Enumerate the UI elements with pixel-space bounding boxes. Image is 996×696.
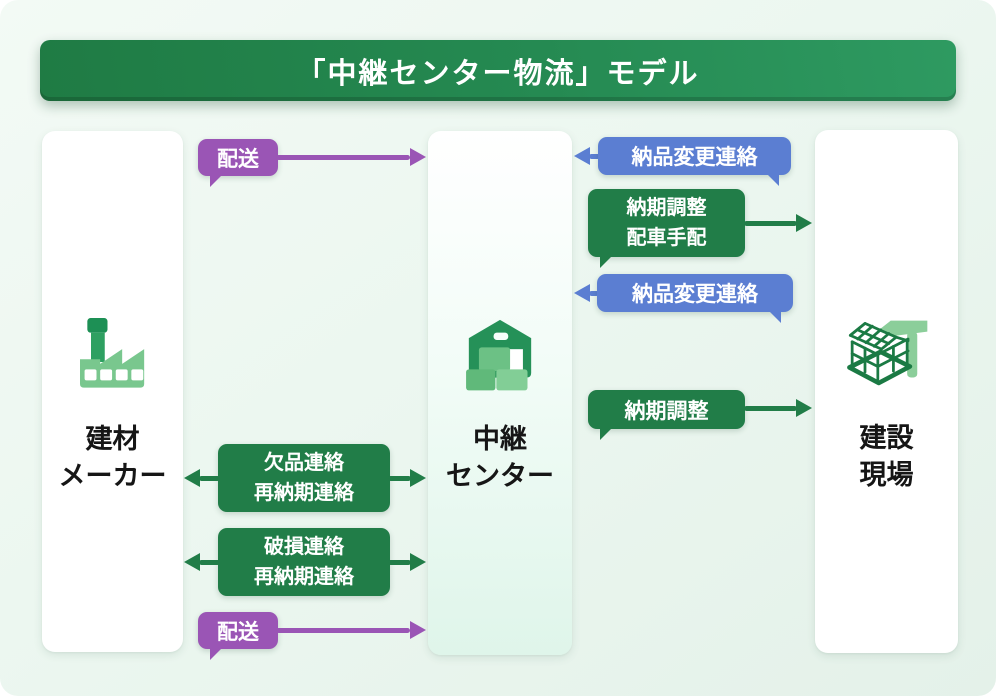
entity-label-line: メーカー xyxy=(58,461,167,491)
entity-label-line: 建設 xyxy=(859,423,914,453)
bubble-tail xyxy=(768,310,781,323)
title-banner: 「中継センター物流」モデル xyxy=(40,40,956,101)
schedule-dispatch-bubble: 納期調整 配車手配 xyxy=(588,189,745,268)
damage-arrow-line-right xyxy=(388,560,411,565)
damage-notice-line1: 破損連絡 xyxy=(264,536,344,558)
entity-card-material-maker: 建材 メーカー xyxy=(42,131,183,652)
entity-label-construction-site: 建設 現場 xyxy=(815,420,958,494)
delivery-change-bottom-bubble: 納品変更連絡 xyxy=(597,274,793,323)
delivery-change-bottom-label: 納品変更連絡 xyxy=(632,283,758,306)
delivery-change-bottom-arrow-line xyxy=(589,291,599,296)
damage-arrow-line-left xyxy=(199,560,220,565)
entity-label-line: 中継 xyxy=(473,424,527,454)
entity-card-relay-center: 中継 センター xyxy=(428,131,572,655)
bubble-tail xyxy=(210,647,223,660)
delivery-change-bottom-arrowhead-left xyxy=(574,284,590,302)
damage-notice-box: 破損連絡 再納期連絡 xyxy=(218,528,390,596)
delivery-top-bubble: 配送 xyxy=(198,139,278,187)
schedule-dispatch-line2: 配車手配 xyxy=(626,227,707,249)
shortage-arrow-line-right xyxy=(388,476,411,481)
delivery-top-label: 配送 xyxy=(217,147,259,171)
diagram-title: 「中継センター物流」モデル xyxy=(296,57,700,90)
shortage-arrow-line-left xyxy=(199,476,220,481)
delivery-bottom-label: 配送 xyxy=(217,620,259,644)
bubble-tail xyxy=(766,173,779,186)
entity-card-construction-site: 建設 現場 xyxy=(815,130,958,653)
schedule-dispatch-arrow-line xyxy=(744,221,797,226)
entity-label-relay-center: 中継 センター xyxy=(428,421,572,495)
delivery-change-top-bubble: 納品変更連絡 xyxy=(598,137,791,186)
shortage-notice-line1: 欠品連絡 xyxy=(264,452,344,474)
shortage-arrowhead-right xyxy=(410,469,426,487)
delivery-top-arrowhead-right xyxy=(410,148,426,166)
schedule-bubble: 納期調整 xyxy=(588,390,745,440)
construction-site-icon xyxy=(815,306,958,394)
warehouse-icon xyxy=(428,307,572,395)
delivery-change-top-arrowhead-left xyxy=(574,147,590,165)
delivery-change-top-arrow-line xyxy=(589,154,600,159)
damage-arrowhead-right xyxy=(410,553,426,571)
bubble-tail xyxy=(210,174,223,187)
shortage-notice-box: 欠品連絡 再納期連絡 xyxy=(218,444,390,512)
schedule-label: 納期調整 xyxy=(624,399,709,423)
schedule-dispatch-line1: 納期調整 xyxy=(626,197,707,219)
schedule-arrowhead-right xyxy=(796,399,812,417)
schedule-dispatch-arrowhead-right xyxy=(796,214,812,232)
schedule-arrow-line xyxy=(744,406,797,411)
damage-notice-line2: 再納期連絡 xyxy=(254,566,354,588)
bubble-tail xyxy=(600,427,613,440)
delivery-bottom-bubble: 配送 xyxy=(198,612,278,660)
shortage-notice-line2: 再納期連絡 xyxy=(254,482,354,504)
factory-icon xyxy=(42,307,183,395)
shortage-arrowhead-left xyxy=(184,469,200,487)
bubble-tail xyxy=(600,255,613,268)
entity-label-material-maker: 建材 メーカー xyxy=(42,421,183,495)
delivery-bottom-arrow-line xyxy=(276,628,410,633)
damage-arrowhead-left xyxy=(184,553,200,571)
entity-label-line: 現場 xyxy=(859,460,914,490)
delivery-top-arrow-line xyxy=(276,155,410,160)
entity-label-line: 建材 xyxy=(85,424,140,454)
entity-label-line: センター xyxy=(446,461,554,491)
delivery-bottom-arrowhead-right xyxy=(410,621,426,639)
delivery-change-top-label: 納品変更連絡 xyxy=(631,146,758,169)
